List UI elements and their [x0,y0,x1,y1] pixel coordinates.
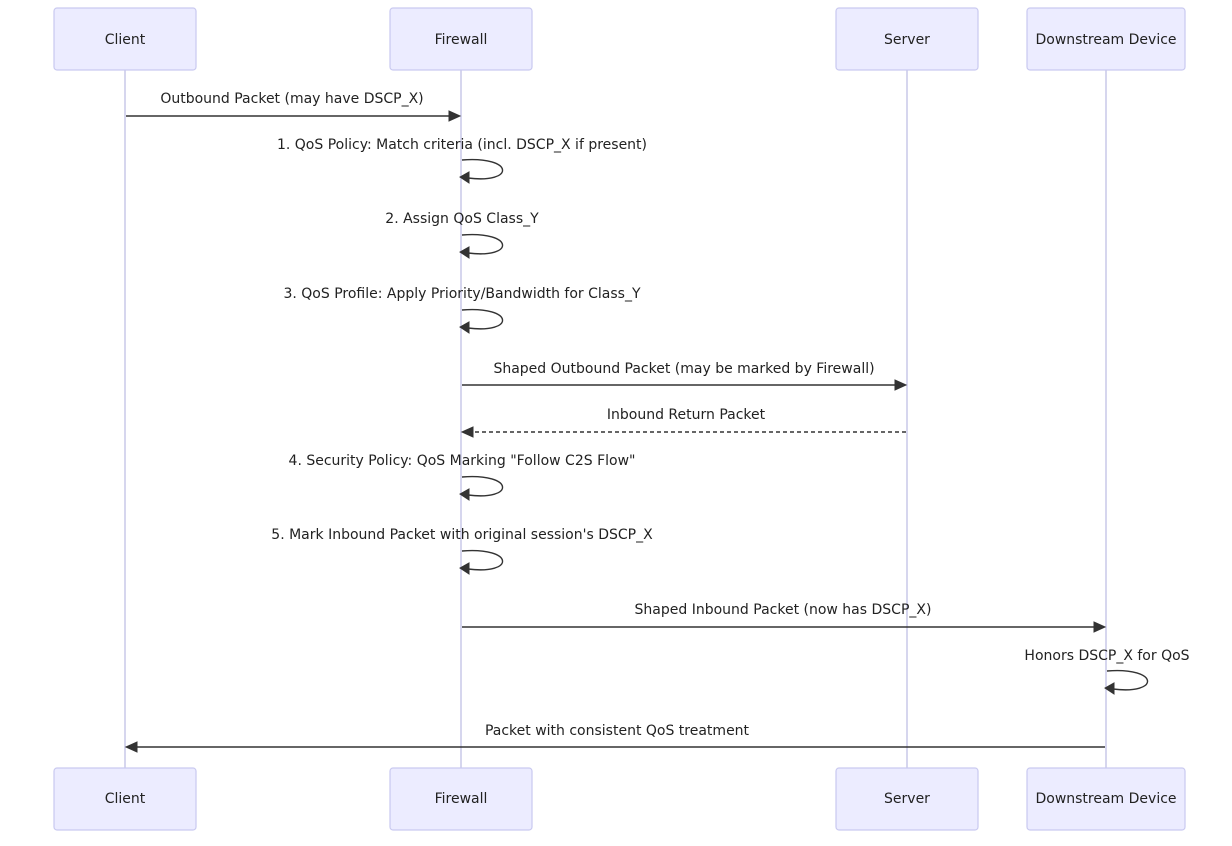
message-label: 1. QoS Policy: Match criteria (incl. DSC… [277,137,647,153]
actor-server-bottom: Server [835,767,979,831]
message-label: Outbound Packet (may have DSCP_X) [160,91,423,107]
message-label: 5. Mark Inbound Packet with original ses… [271,527,653,543]
actor-label: Server [884,32,930,48]
message-outbound-packet: Outbound Packet (may have DSCP_X) [126,91,462,122]
actor-box [1026,767,1186,831]
message-consistent-qos: Packet with consistent QoS treatment [124,723,1105,753]
message-label: Shaped Inbound Packet (now has DSCP_X) [635,602,932,618]
message-label: 3. QoS Profile: Apply Priority/Bandwidth… [283,286,640,302]
self-loop-arrow [1106,669,1149,691]
message-label: 2. Assign QoS Class_Y [385,211,539,227]
self-loop-arrow [461,233,504,255]
actor-label: Server [884,791,930,807]
message-label: Honors DSCP_X for QoS [1024,648,1189,664]
actor-downstream-top: Downstream Device [1026,7,1186,71]
actor-firewall-bottom: Firewall [389,767,533,831]
message-label: Packet with consistent QoS treatment [485,723,750,739]
actor-label: Firewall [435,32,488,48]
arrowhead-icon [1093,621,1107,633]
actor-box [53,7,197,71]
arrowhead-icon [460,426,474,438]
arrowhead-icon [459,246,470,259]
arrowhead-icon [124,741,138,753]
message-qos-policy-match: 1. QoS Policy: Match criteria (incl. DSC… [277,137,647,184]
message-label: 4. Security Policy: QoS Marking "Follow … [289,453,636,469]
actor-label: Client [105,791,146,807]
message-shaped-inbound: Shaped Inbound Packet (now has DSCP_X) [462,602,1107,633]
message-qos-profile-apply: 3. QoS Profile: Apply Priority/Bandwidth… [283,286,641,334]
arrowhead-icon [1104,682,1115,695]
actor-downstream-bottom: Downstream Device [1026,767,1186,831]
message-label: Inbound Return Packet [607,407,766,423]
self-loop-arrow [461,158,504,180]
actor-client-bottom: Client [53,767,197,831]
actor-firewall-top: Firewall [389,7,533,71]
actor-box [389,767,533,831]
actor-box [389,7,533,71]
actor-label: Firewall [435,791,488,807]
actor-box [835,7,979,71]
actor-server-top: Server [835,7,979,71]
arrowhead-icon [459,171,470,184]
arrowhead-icon [459,562,470,575]
self-loop-arrow [461,308,504,330]
message-mark-inbound: 5. Mark Inbound Packet with original ses… [271,527,653,575]
actor-client-top: Client [53,7,197,71]
actor-label: Downstream Device [1035,32,1176,48]
message-honors-dscp: Honors DSCP_X for QoS [1024,648,1190,695]
message-shaped-outbound: Shaped Outbound Packet (may be marked by… [462,361,908,391]
arrowhead-icon [894,379,908,391]
actor-box [53,767,197,831]
self-loop-arrow [461,475,504,497]
actor-box [835,767,979,831]
actor-label: Client [105,32,146,48]
arrowhead-icon [459,321,470,334]
message-assign-qos-class: 2. Assign QoS Class_Y [385,211,539,259]
lifelines [124,70,1107,768]
actor-box [1026,7,1186,71]
message-inbound-return: Inbound Return Packet [460,407,906,438]
arrowhead-icon [448,110,462,122]
arrowhead-icon [459,488,470,501]
self-loop-arrow [461,549,504,571]
message-label: Shaped Outbound Packet (may be marked by… [493,361,874,377]
actor-label: Downstream Device [1035,791,1176,807]
message-security-policy: 4. Security Policy: QoS Marking "Follow … [289,453,636,501]
